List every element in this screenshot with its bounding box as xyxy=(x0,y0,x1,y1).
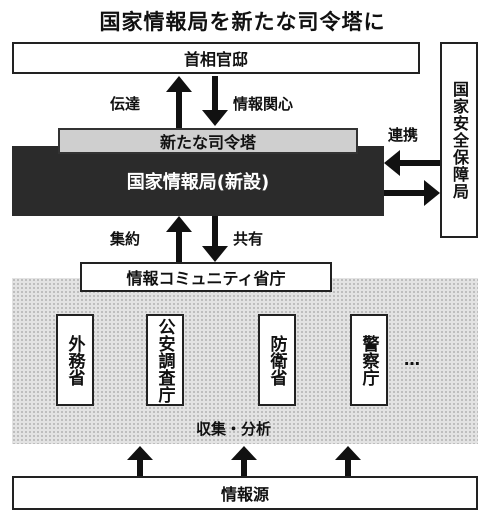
arrow-right-coop xyxy=(384,180,440,206)
sources-box: 情報源 xyxy=(12,476,478,510)
agency-mod: 防衛省 xyxy=(258,314,296,406)
arrow-up-source-3 xyxy=(335,446,361,476)
collect-analyze-label: 収集・分析 xyxy=(196,420,272,438)
arrow-up-source-1 xyxy=(127,446,153,476)
agency-npa: 警察庁 xyxy=(350,314,388,406)
agency-psia-line-1: 公安 xyxy=(154,317,175,352)
intel-community-label: 情報コミュニティ省庁 xyxy=(126,269,286,288)
arrow-up-report xyxy=(166,76,192,128)
agency-mod-line-1: 防衛省 xyxy=(266,334,287,386)
more-agencies-ellipsis: … xyxy=(404,350,422,369)
intel-community-box: 情報コミュニティ省庁 xyxy=(80,262,332,292)
agency-npa-line-1: 警察庁 xyxy=(358,334,379,386)
pm-office-label: 首相官邸 xyxy=(183,50,248,69)
cooperation-label: 連携 xyxy=(388,126,419,144)
intel-interest-label: 情報関心 xyxy=(233,95,294,113)
nia-label: 国家情報局(新設) xyxy=(126,172,270,193)
arrow-down-interest xyxy=(202,76,228,126)
pm-office-box: 首相官邸 xyxy=(12,42,420,74)
nsc-label: 国家安全保障局 xyxy=(450,80,469,200)
arrow-up-aggregate xyxy=(166,216,192,262)
nsc-box: 国家安全保障局 xyxy=(440,42,478,238)
agency-mofa: 外務省 xyxy=(56,314,94,406)
agency-psia-line-2: 調査庁 xyxy=(154,351,175,403)
report-label: 伝達 xyxy=(110,95,141,113)
share-label: 共有 xyxy=(233,230,264,248)
agency-psia: 公安 調査庁 xyxy=(146,314,184,406)
sources-label: 情報源 xyxy=(220,485,269,504)
arrow-down-share xyxy=(202,216,228,262)
arrow-up-source-2 xyxy=(231,446,257,476)
nia-box: 国家情報局(新設) xyxy=(12,146,384,216)
aggregate-label: 集約 xyxy=(110,230,141,248)
new-command-label: 新たな司令塔 xyxy=(159,133,256,152)
diagram-title: 国家情報局を新たな司令塔に xyxy=(99,10,386,34)
agency-mofa-line-1: 外務省 xyxy=(64,334,85,386)
new-command-box: 新たな司令塔 xyxy=(58,128,358,154)
arrow-left-coop xyxy=(384,150,440,176)
